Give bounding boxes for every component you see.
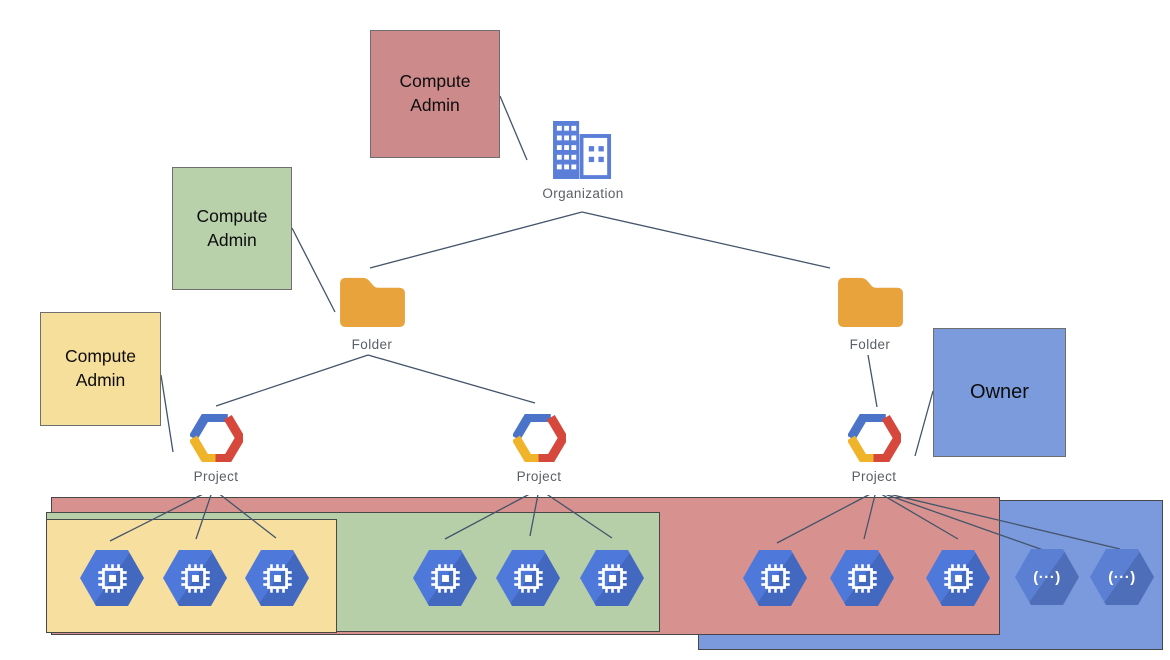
folder-icon [837,277,903,328]
project-hexagon-icon [847,414,901,462]
role-box-compute-admin-organization: Compute Admin [370,30,500,158]
code-parentheses-glyph: (···) [1108,568,1136,586]
role-box-compute-admin-project: Compute Admin [40,312,161,426]
role-label: Compute Admin [64,346,136,390]
organization-label: Organization [530,184,636,203]
project-hexagon-icon [189,414,243,462]
connector-line [215,354,369,407]
organization-building-icon [553,121,612,179]
compute-engine-instance-icon [580,550,644,606]
role-box-compute-admin-folder: Compute Admin [172,167,292,290]
compute-engine-instance-icon [830,550,894,606]
role-label: Compute Admin [399,71,471,115]
connector-line [369,211,583,269]
project-label: Project [839,467,909,495]
project-hexagon-icon [512,414,566,462]
project-node-left: Project [156,414,276,495]
compute-engine-instance-icon [926,550,990,606]
folder-label: Folder [837,335,903,354]
project-node-middle: Project [479,414,599,495]
folder-icon [339,277,405,328]
folder-node-left: Folder [312,271,432,354]
role-label: Compute Admin [196,205,268,250]
connector-line [867,354,878,408]
project-label: Project [504,467,574,495]
code-parentheses-glyph: (···) [1033,568,1061,586]
role-box-owner: Owner [933,328,1066,457]
organization-node: Organization [523,121,643,203]
connector-line [581,211,831,269]
project-node-right: Project [814,414,934,495]
folder-node-right: Folder [810,271,930,354]
compute-engine-instance-icon [743,550,807,606]
connector-line [367,354,536,404]
role-label: Owner [970,381,1029,403]
project-label: Project [181,467,251,495]
folder-label: Folder [339,335,405,354]
